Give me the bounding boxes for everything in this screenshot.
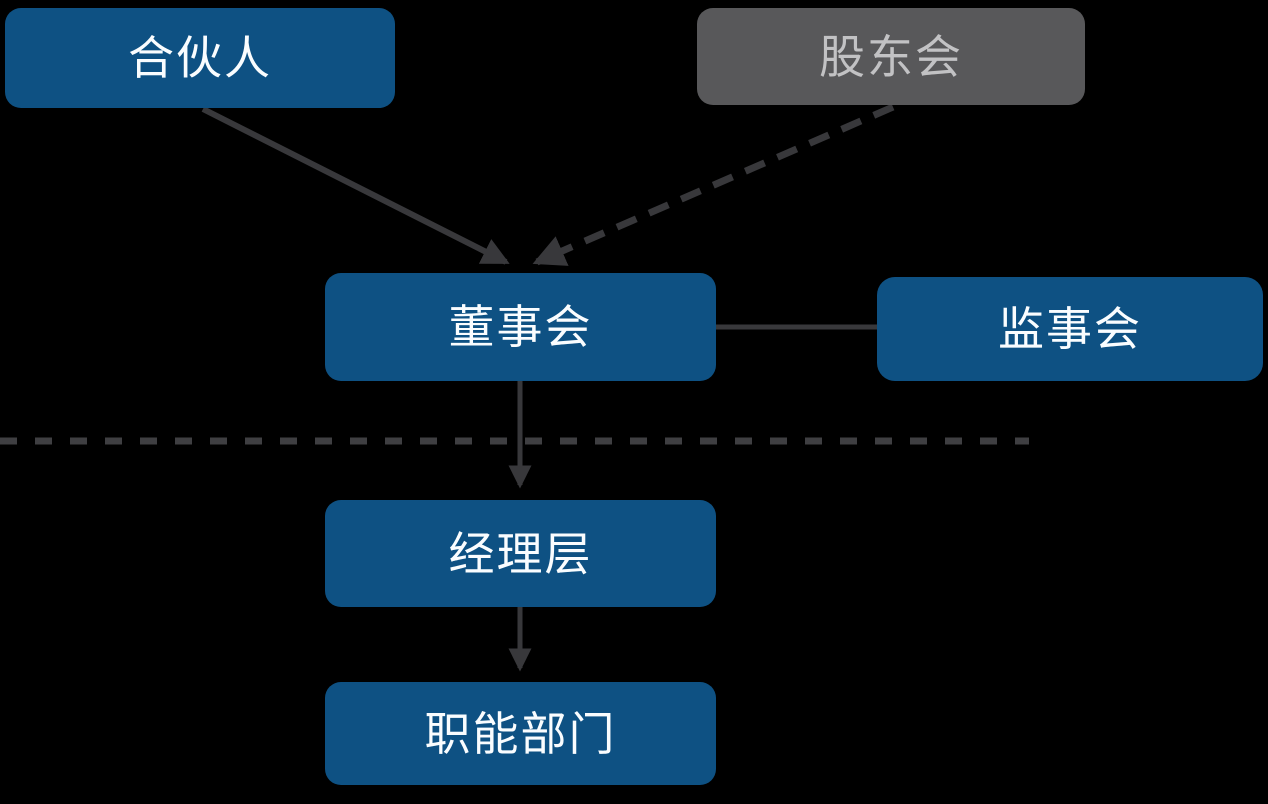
node-shareholders-meeting-label: 股东会 [819, 29, 963, 84]
node-shareholders-meeting: 股东会 [697, 8, 1085, 105]
node-supervisory-board: 监事会 [877, 277, 1263, 381]
node-partners-label: 合伙人 [128, 31, 272, 85]
node-functional-departments-label: 职能部门 [424, 706, 617, 761]
node-functional-departments: 职能部门 [325, 682, 716, 785]
node-supervisory-board-label: 监事会 [998, 302, 1142, 356]
node-board-of-directors-label: 董事会 [448, 300, 593, 354]
node-board-of-directors: 董事会 [325, 273, 716, 381]
edge-shareholders-to-board [532, 103, 895, 266]
node-management-level-label: 经理层 [448, 526, 593, 581]
node-partners: 合伙人 [5, 8, 395, 108]
edge-partners-to-board [201, 106, 510, 265]
node-management-level: 经理层 [325, 500, 716, 607]
